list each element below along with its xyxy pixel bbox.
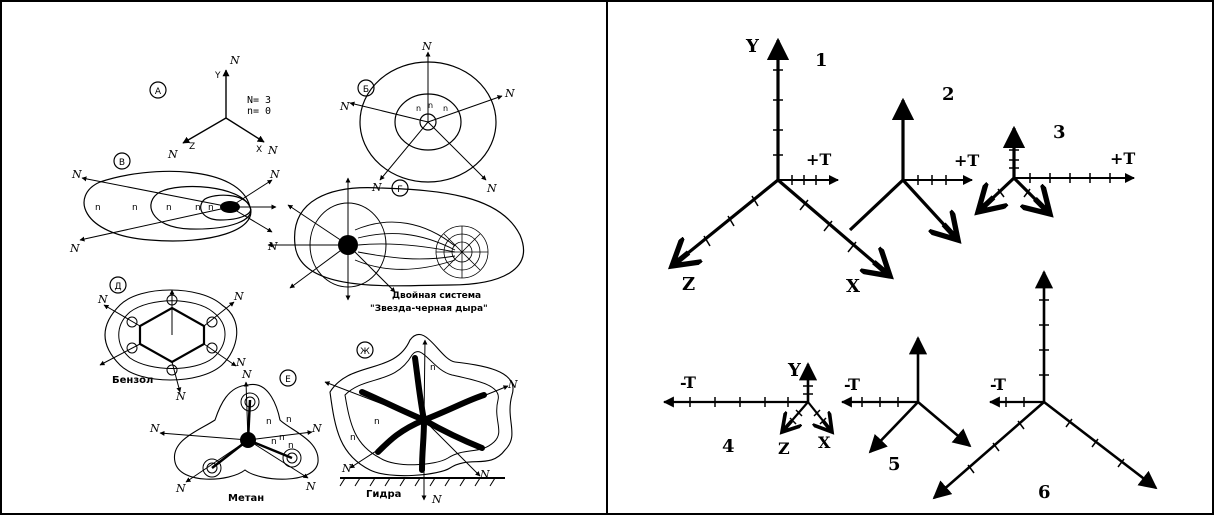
panel-b-n3: N: [504, 87, 515, 100]
panel-b-n-c: n: [428, 101, 433, 110]
panel-zh: Ж N N: [324, 333, 518, 506]
panel-d-n1: N: [97, 293, 108, 306]
panel-zh-n4: N: [431, 493, 442, 506]
panel-e-nb: n: [286, 415, 292, 425]
panel-e: Е N N N N N n n n n n Метан: [149, 368, 322, 504]
left-figure: A Y N Z N X N N= 3 n= 0 Б N N: [69, 40, 525, 506]
panel-e-n1: N: [241, 368, 252, 381]
panel-d-n3: N: [235, 356, 246, 369]
number-4: 4: [722, 436, 735, 457]
panel-v-n1: N: [71, 168, 82, 181]
panel-a-n-right: N: [267, 144, 278, 157]
panel-b-label: Б: [363, 85, 369, 95]
panel-e-label: Е: [285, 375, 291, 385]
panel-d-n2: N: [233, 290, 244, 303]
panel-zh-nb: n: [350, 433, 356, 443]
diagram-5: [840, 336, 972, 454]
panel-zh-label: Ж: [360, 347, 370, 357]
panel-zh-n2: N: [341, 462, 352, 475]
panel-b-n-b: n: [443, 104, 448, 113]
right-texts: Y 1 +T Z X 2 +T 3 +T -T Y 4 Z X -T 5 -T …: [680, 36, 1135, 503]
panel-b-n1: N: [421, 40, 432, 53]
panel-a-x: X: [256, 145, 262, 155]
panel-v: В N N N N n n n n n: [69, 152, 280, 255]
panel-zh-n3: N: [479, 468, 490, 481]
diagram-2: [848, 97, 973, 240]
panel-d: Д N N N N Бензол: [97, 276, 246, 403]
panel-v-n4: N: [267, 240, 278, 253]
panel-a-n-top: N: [229, 54, 240, 67]
panel-b-n5: N: [486, 182, 497, 195]
panel-b-n2: N: [339, 100, 350, 113]
number-2: 2: [942, 84, 955, 105]
d2-plus-t: +T: [954, 151, 979, 170]
panel-a-n-left: N: [167, 148, 178, 161]
panel-a-z: Z: [189, 142, 195, 152]
panel-b: Б N N N N N n n n: [339, 40, 515, 195]
caption-methane: Метан: [228, 493, 264, 504]
panel-v-n2: N: [69, 242, 80, 255]
d4-minus-t: -T: [680, 373, 696, 392]
number-1: 1: [815, 50, 828, 71]
panel-e-ne: n: [288, 441, 294, 451]
panel-a-y: Y: [214, 71, 221, 81]
panel-e-na: n: [266, 417, 272, 427]
d4-x-label: X: [818, 433, 831, 452]
panel-g-label: Г: [397, 185, 403, 195]
panel-e-nc: n: [279, 433, 285, 443]
formula-n-small: n= 0: [247, 106, 271, 117]
panel-v-na: n: [95, 203, 101, 213]
diagram-6: [932, 270, 1158, 500]
panel-e-n3: N: [311, 422, 322, 435]
panel-d-label: Д: [114, 282, 121, 292]
panel-v-ne: n: [208, 203, 214, 213]
panel-e-n5: N: [305, 480, 316, 493]
caption-hydra: Гидра: [366, 489, 401, 500]
d1-y-label: Y: [745, 36, 760, 57]
panel-e-n2: N: [149, 422, 160, 435]
d1-z-label: Z: [682, 274, 695, 295]
d5-minus-t: -T: [844, 375, 860, 394]
panel-a-label: A: [155, 87, 162, 97]
d3-plus-t: +T: [1110, 149, 1135, 168]
d4-y-label: Y: [787, 360, 802, 381]
panel-zh-na: n: [430, 363, 436, 373]
right-figure: [662, 37, 1158, 500]
diagram-1: [672, 37, 890, 276]
panel-v-nc: n: [166, 203, 172, 213]
panel-a: A Y N Z N X N N= 3 n= 0: [149, 54, 278, 161]
panel-v-n3: N: [269, 168, 280, 181]
formula-n-big: N= 3: [247, 95, 271, 106]
panel-g: Г: [267, 177, 525, 314]
number-6: 6: [1038, 482, 1051, 503]
d4-z-label: Z: [778, 439, 790, 458]
diagram-4: [662, 362, 832, 432]
caption-benzene: Бензол: [112, 375, 153, 386]
number-5: 5: [888, 454, 901, 475]
caption-binary-1: Двойная система: [392, 291, 481, 301]
panel-e-n4: N: [175, 482, 186, 495]
panel-d-n4: N: [175, 390, 186, 403]
d1-plus-t: +T: [806, 150, 831, 169]
d1-x-label: X: [846, 276, 860, 297]
caption-binary-2: "Звезда-черная дыра": [370, 304, 488, 314]
panel-v-label: В: [119, 158, 125, 168]
diagram-3: [978, 125, 1135, 214]
number-3: 3: [1053, 122, 1066, 143]
d6-minus-t: -T: [990, 375, 1006, 394]
panel-b-n-a: n: [416, 104, 421, 113]
panel-v-nd: n: [195, 203, 201, 213]
panel-zh-n1: N: [507, 378, 518, 391]
panel-v-nb: n: [132, 203, 138, 213]
panel-e-nd: n: [271, 437, 277, 447]
panel-zh-nc: n: [374, 417, 380, 427]
